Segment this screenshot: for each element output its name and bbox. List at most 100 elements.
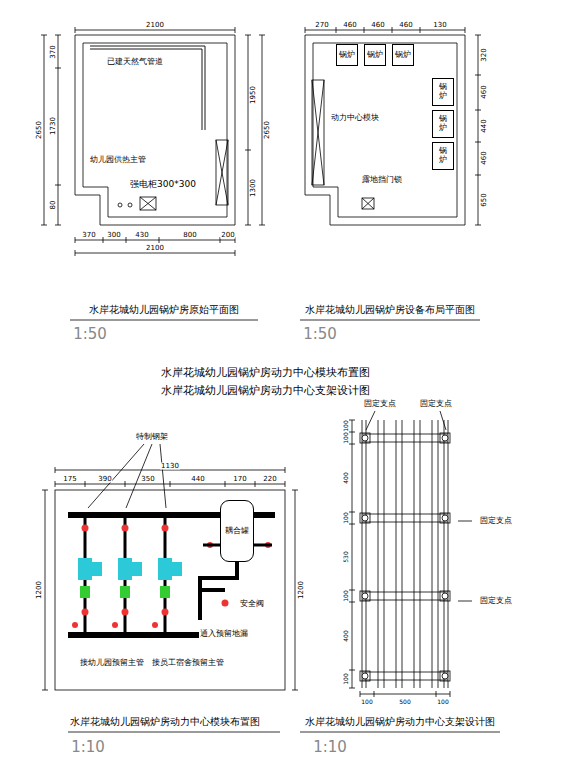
dimension-text: 100 [360,699,373,705]
boiler-box: 锅炉 [392,44,414,66]
support-post [438,420,439,688]
fixing-plate [440,433,450,443]
dimension-text: 80 [50,200,57,211]
dimension-text: 1300 [250,178,257,198]
dimension-text: 1950 [250,85,257,105]
node-label: 锅炉 [439,147,447,165]
boiler-box: 锅炉 [364,44,386,66]
dimension-text: 1730 [50,116,57,136]
fixing-plate [360,513,370,523]
annotation-text: 固定支点 [419,400,453,408]
node-label: 锅炉 [395,51,411,60]
dimension-text: 300 [106,232,121,239]
fixing-plate [440,513,450,523]
scale-text: 1:50 [302,327,338,342]
fixing-plate [360,433,370,443]
dimension-text: 2650 [36,120,43,140]
bolt-hole [442,435,448,441]
annotation-text: 水岸花城幼儿园锅炉房动力中心模块布置图 [69,717,261,727]
annotation-text: 通入预留地漏 [199,630,249,638]
bolt-hole [362,435,368,441]
support-post [402,420,403,688]
node-label: 锅炉 [339,51,355,60]
dimension-text: 430 [134,232,149,239]
dimension-text: 170 [232,476,247,483]
annotation-text: 接幼儿园预留主管 [79,659,145,667]
annotation-text: 固定支点 [363,400,397,408]
dimension-text: 390 [97,476,112,483]
dimension-text: 100 [436,699,449,705]
coupling-tank: 耦合罐 [220,500,254,562]
dimension-text: 100 [343,589,349,602]
dimension-text: 220 [262,476,277,483]
dimension-text: 800 [182,232,197,239]
dimension-text: 650 [481,192,488,207]
annotation-text: 强电柜300*300 [129,180,197,189]
dimension-text: 2100 [145,22,165,29]
dimension-text: 440 [481,118,488,133]
dimension-text: 350 [140,476,155,483]
annotation-text: 露地挡门锁 [361,176,403,184]
annotation-text: 已建天然气管道 [106,58,164,66]
scale-text: 1:10 [312,740,348,755]
scale-text: 1:10 [70,740,106,755]
dimension-text: 320 [481,47,488,62]
support-post [384,420,385,688]
dimension-text: 100 [343,511,349,524]
boiler-box: 锅炉 [432,110,454,138]
annotation-text: 安全阀 [239,600,265,608]
annotation-text: 水岸花城幼儿园锅炉房动力中心模块布置图 [160,367,371,378]
annotation-text: 水岸花城幼儿园锅炉房原始平面图 [88,305,240,315]
support-post [432,420,433,688]
dimension-text: 2100 [145,245,165,252]
dimension-text: 175 [62,476,77,483]
bolt-hole [362,673,368,679]
dimension-text: 130 [432,22,447,29]
bolt-hole [362,515,368,521]
annotation-text: 水岸花城幼儿园锅炉房动力中心支架设计图 [304,717,496,727]
boiler-box: 锅炉 [336,44,358,66]
annotation-text: 固定支点 [479,597,513,605]
dimension-text: 460 [398,22,413,29]
bolt-hole [442,593,448,599]
fixing-plate [360,591,370,601]
scale-text: 1:50 [72,327,108,342]
node-label: 锅炉 [367,51,383,60]
annotation-text: 接员工宿舍预留主管 [151,659,225,667]
dimension-text: 1130 [160,463,180,470]
node-label: 锅炉 [439,115,447,133]
dimension-text: 100 [343,672,349,685]
annotation-text: 固定支点 [479,517,513,525]
support-post [414,420,415,688]
dimension-text: 270 [314,22,329,29]
dimension-text: 400 [343,629,349,642]
dimension-text: 500 [398,699,411,705]
annotation-text: 幼儿园供热主管 [89,156,147,164]
annotation-text: 水岸花城幼儿园锅炉房设备布局平面图 [304,305,476,315]
fixing-plate [440,591,450,601]
node-label: 耦合罐 [225,527,249,536]
fixing-plate [360,671,370,681]
dimension-text: 460 [342,22,357,29]
dimension-text: 1200 [36,580,43,600]
boiler-box: 锅炉 [432,78,454,106]
dimension-text: 1200 [298,580,305,600]
dimension-text: 370 [50,44,57,59]
support-post [378,420,379,688]
bolt-hole [442,515,448,521]
boiler-box: 锅炉 [432,142,454,170]
bolt-hole [442,673,448,679]
bolt-hole [362,593,368,599]
dimension-text: 530 [343,550,349,563]
fixing-plate [440,671,450,681]
dimension-text: 400 [343,471,349,484]
annotation-text: 特制钢架 [135,433,169,441]
node-label: 锅炉 [439,83,447,101]
annotation-text: 水岸花城幼儿园锅炉房动力中心支架设计图 [160,385,371,396]
dimension-text: 440 [190,476,205,483]
dimension-text: 200 [220,232,235,239]
support-post [396,420,397,688]
dimension-text: 100 [343,431,349,444]
dimension-text: 2650 [264,120,271,140]
